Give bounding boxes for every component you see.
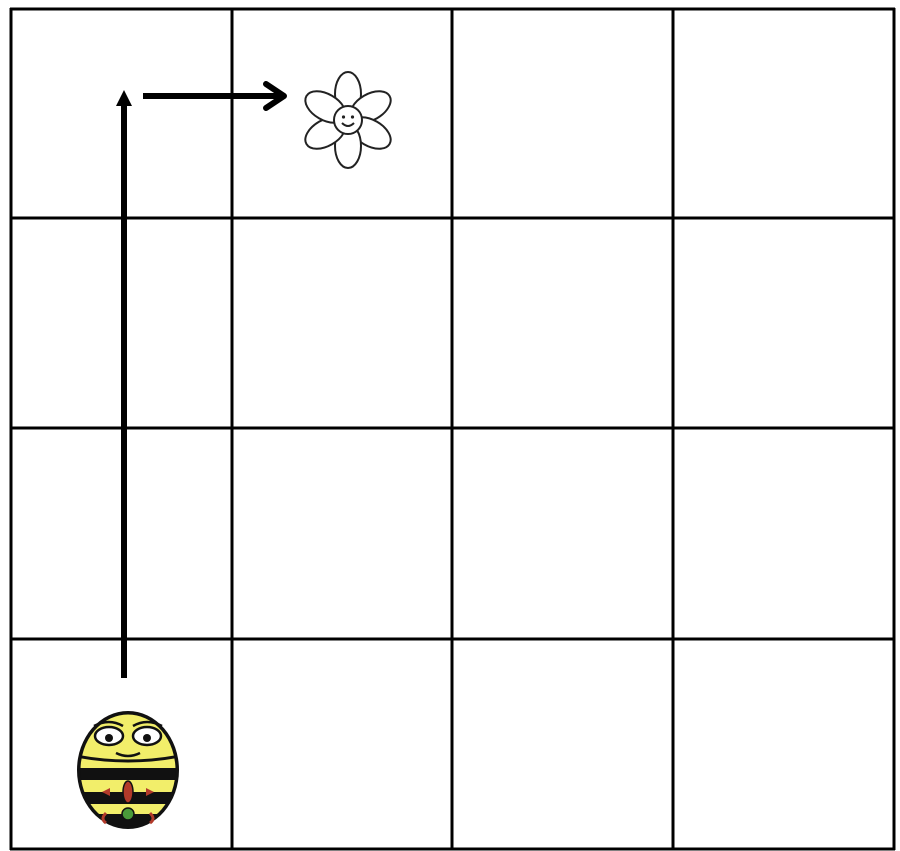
- arrow-up: [116, 90, 132, 678]
- bee-bot-icon: [68, 700, 188, 844]
- arrow-right: [143, 84, 284, 108]
- path-arrows: [116, 84, 284, 678]
- flower-icon: [300, 72, 396, 168]
